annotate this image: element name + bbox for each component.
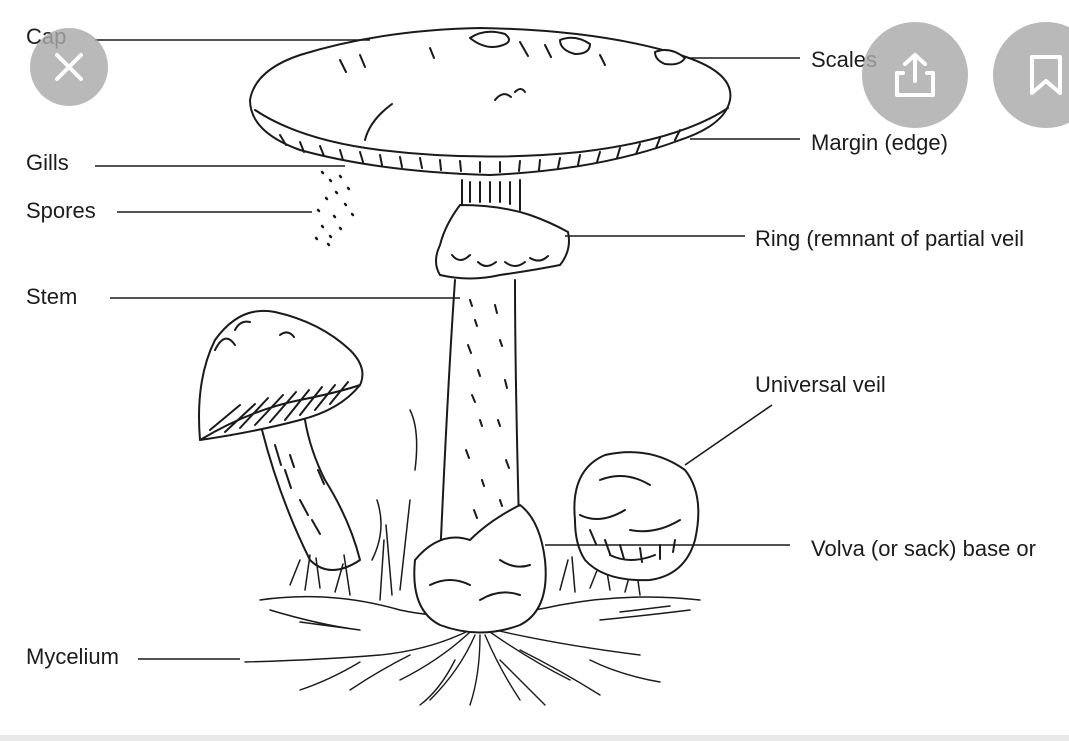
universal-veil-leader-line xyxy=(684,404,773,466)
mycelium-roots xyxy=(244,629,661,706)
mycelium-label: Mycelium xyxy=(26,644,119,669)
spores xyxy=(314,170,355,247)
close-icon xyxy=(55,53,83,81)
margin-label: Margin (edge) xyxy=(811,130,948,155)
leader-lines xyxy=(95,39,800,660)
bookmark-button[interactable] xyxy=(993,22,1069,128)
share-icon xyxy=(895,53,935,97)
spores-label: Spores xyxy=(26,198,96,223)
share-button[interactable] xyxy=(862,22,968,128)
gills-label: Gills xyxy=(26,150,69,175)
close-button[interactable] xyxy=(30,28,108,106)
volva-base xyxy=(413,504,547,634)
volva-label: Volva (or sack) base or xyxy=(811,536,1036,561)
stem-label: Stem xyxy=(26,284,78,309)
universal-veil-egg xyxy=(573,451,700,582)
ring-label: Ring (remnant of partial veil xyxy=(755,226,1025,251)
ring xyxy=(435,179,570,280)
scales-label: Scales xyxy=(811,47,878,72)
main-cap xyxy=(249,27,732,176)
bookmark-icon xyxy=(1030,55,1062,95)
bottom-divider xyxy=(0,735,1069,741)
universal-veil-label: Universal veil xyxy=(755,372,886,397)
small-mushroom xyxy=(198,309,364,571)
